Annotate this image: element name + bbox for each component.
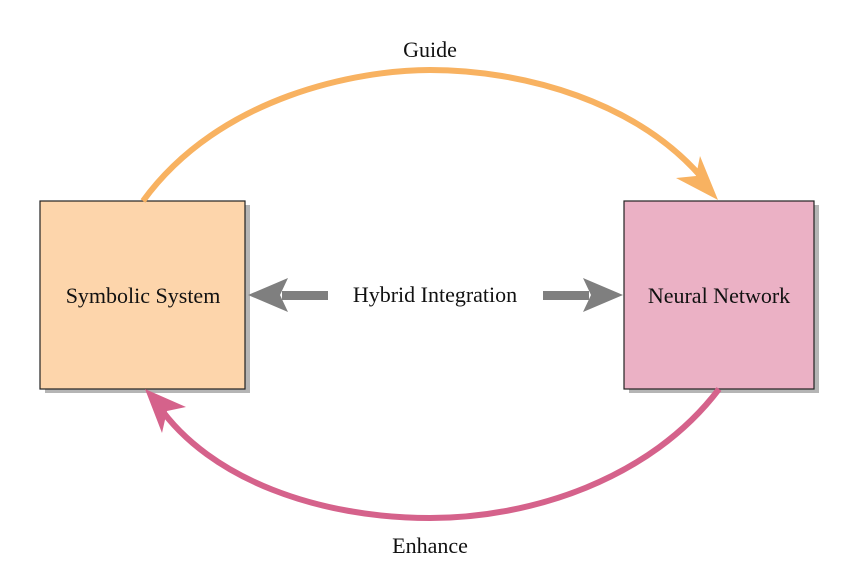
hybrid-right-arrowhead	[583, 278, 623, 312]
enhance-label: Enhance	[392, 533, 468, 558]
neural-network-node: Neural Network	[623, 200, 819, 393]
symbolic-system-box	[39, 200, 246, 390]
hybrid-integration-edge: Hybrid Integration	[248, 278, 623, 312]
hybrid-right-shaft	[543, 291, 589, 300]
symbolic-system-node: Symbolic System	[39, 200, 250, 393]
guide-arc	[140, 66, 711, 203]
guide-arrowhead	[676, 156, 718, 200]
hybrid-left-shaft	[282, 291, 328, 300]
guide-edge: Guide	[140, 37, 718, 203]
symbolic-system-label: Symbolic System	[66, 283, 221, 308]
enhance-edge: Enhance	[145, 387, 722, 558]
hybrid-integration-label: Hybrid Integration	[353, 282, 517, 307]
enhance-arc	[155, 387, 722, 522]
guide-label: Guide	[403, 37, 457, 62]
neural-network-label: Neural Network	[648, 283, 790, 308]
enhance-arrowhead	[145, 389, 186, 433]
hybrid-left-arrowhead	[248, 278, 288, 312]
neural-network-box	[623, 200, 815, 390]
